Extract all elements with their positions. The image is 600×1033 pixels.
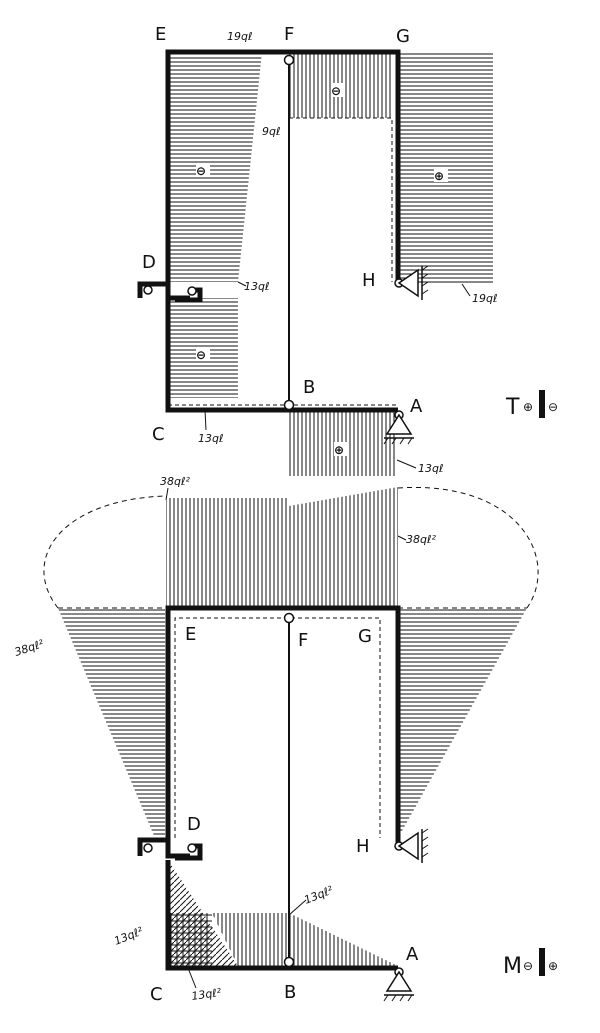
shear-area-e-left-upper — [168, 52, 262, 282]
moment-area-left — [58, 608, 165, 838]
shear-frame-lower — [165, 300, 398, 413]
shear-node-a: A — [410, 396, 423, 417]
shear-leader-a — [396, 459, 417, 469]
moment-node-g: G — [358, 626, 372, 647]
moment-frame-upper — [165, 605, 401, 846]
shear-diagram: E F G D H C B A 19qℓ 9qℓ 13qℓ 19qℓ 13qℓ … — [137, 24, 558, 476]
moment-hinge-d-right — [187, 843, 197, 853]
moment-area-c-cross — [168, 913, 212, 966]
shear-hinge-d-right — [187, 286, 197, 296]
shear-node-e: E — [155, 24, 166, 45]
shear-hinge-f — [283, 54, 295, 66]
shear-support-h-icon — [394, 265, 429, 300]
shear-node-g: G — [396, 26, 410, 47]
shear-legend-bar — [539, 390, 545, 418]
shear-value-d-right: 13qℓ — [244, 280, 270, 293]
moment-area-bottom — [212, 913, 398, 966]
shear-legend: T ⊕ ⊖ — [505, 390, 558, 420]
shear-node-c: C — [152, 424, 165, 445]
shear-frame-left — [165, 49, 401, 284]
moment-legend-plus: ⊕ — [548, 959, 558, 973]
moment-value-bottom-mid: 13qℓ² — [302, 883, 335, 906]
moment-leader-top-left — [165, 487, 169, 501]
moment-leader-bottom-mid — [288, 899, 307, 916]
moment-area-right — [398, 608, 527, 838]
shear-leader-c — [204, 409, 207, 431]
shear-value-a-right: 13qℓ — [418, 462, 444, 475]
moment-hinge-b — [283, 956, 295, 968]
moment-leader-c-bottom — [187, 967, 197, 989]
shear-support-a-icon — [383, 410, 414, 445]
shear-value-c-bottom: 13qℓ — [198, 432, 224, 445]
moment-node-h: H — [356, 836, 370, 857]
shear-sign-bottom: ⊕ — [334, 443, 344, 457]
shear-hinge-d-left — [143, 285, 153, 295]
shear-node-b: B — [303, 377, 315, 398]
shear-leader-h — [461, 283, 471, 297]
shear-dashed-outline-middle — [289, 117, 393, 282]
moment-node-e: E — [185, 624, 196, 645]
moment-node-a: A — [406, 944, 419, 965]
moment-dashed-inner — [174, 617, 381, 838]
shear-sign-left-upper: ⊖ — [196, 164, 206, 178]
moment-hinge-f — [283, 612, 295, 624]
moment-value-c-left: 13qℓ² — [112, 924, 145, 947]
moment-node-f: F — [298, 630, 308, 651]
moment-legend-bar — [539, 948, 545, 976]
shear-value-e-top: 19qℓ — [227, 30, 253, 43]
moment-leader-top-right — [397, 535, 407, 541]
moment-area-top-left — [166, 498, 289, 608]
shear-sign-left-lower: ⊖ — [196, 348, 206, 362]
moment-node-c: C — [150, 984, 163, 1005]
moment-legend-minus: ⊖ — [523, 959, 533, 973]
shear-node-f: F — [284, 24, 294, 45]
shear-legend-letter: T — [505, 395, 520, 420]
shear-sign-right: ⊕ — [434, 169, 444, 183]
moment-area-top-right — [289, 487, 398, 608]
moment-value-top-left: 38qℓ² — [160, 475, 191, 488]
shear-hinge-b — [283, 399, 295, 411]
shear-legend-minus: ⊖ — [548, 400, 558, 414]
moment-hinge-d-left — [143, 843, 153, 853]
moment-legend-letter: M — [503, 954, 522, 979]
shear-sign-middle: ⊖ — [331, 84, 341, 98]
shear-value-h-right: 19qℓ — [472, 292, 498, 305]
moment-value-left-side: 38qℓ² — [13, 637, 46, 659]
shear-node-h: H — [362, 270, 376, 291]
moment-frame-lower — [165, 860, 398, 971]
moment-value-top-right: 38qℓ² — [406, 533, 437, 546]
shear-value-f-mid: 9qℓ — [262, 125, 281, 138]
moment-dashed-arc — [43, 486, 539, 609]
shear-legend-plus: ⊕ — [523, 400, 533, 414]
moment-support-h-icon — [394, 828, 429, 863]
moment-support-a-icon — [383, 967, 414, 1002]
moment-diagram: E F G D H C B A 38qℓ² 38qℓ² 38qℓ² 13qℓ² … — [13, 475, 558, 1005]
moment-value-c-bottom: 13qℓ² — [191, 986, 223, 1003]
shear-leader-d — [237, 281, 247, 287]
moment-node-d: D — [187, 814, 201, 835]
moment-node-b: B — [284, 982, 296, 1003]
moment-legend: M ⊖ ⊕ — [503, 948, 558, 979]
shear-node-d: D — [142, 252, 156, 273]
